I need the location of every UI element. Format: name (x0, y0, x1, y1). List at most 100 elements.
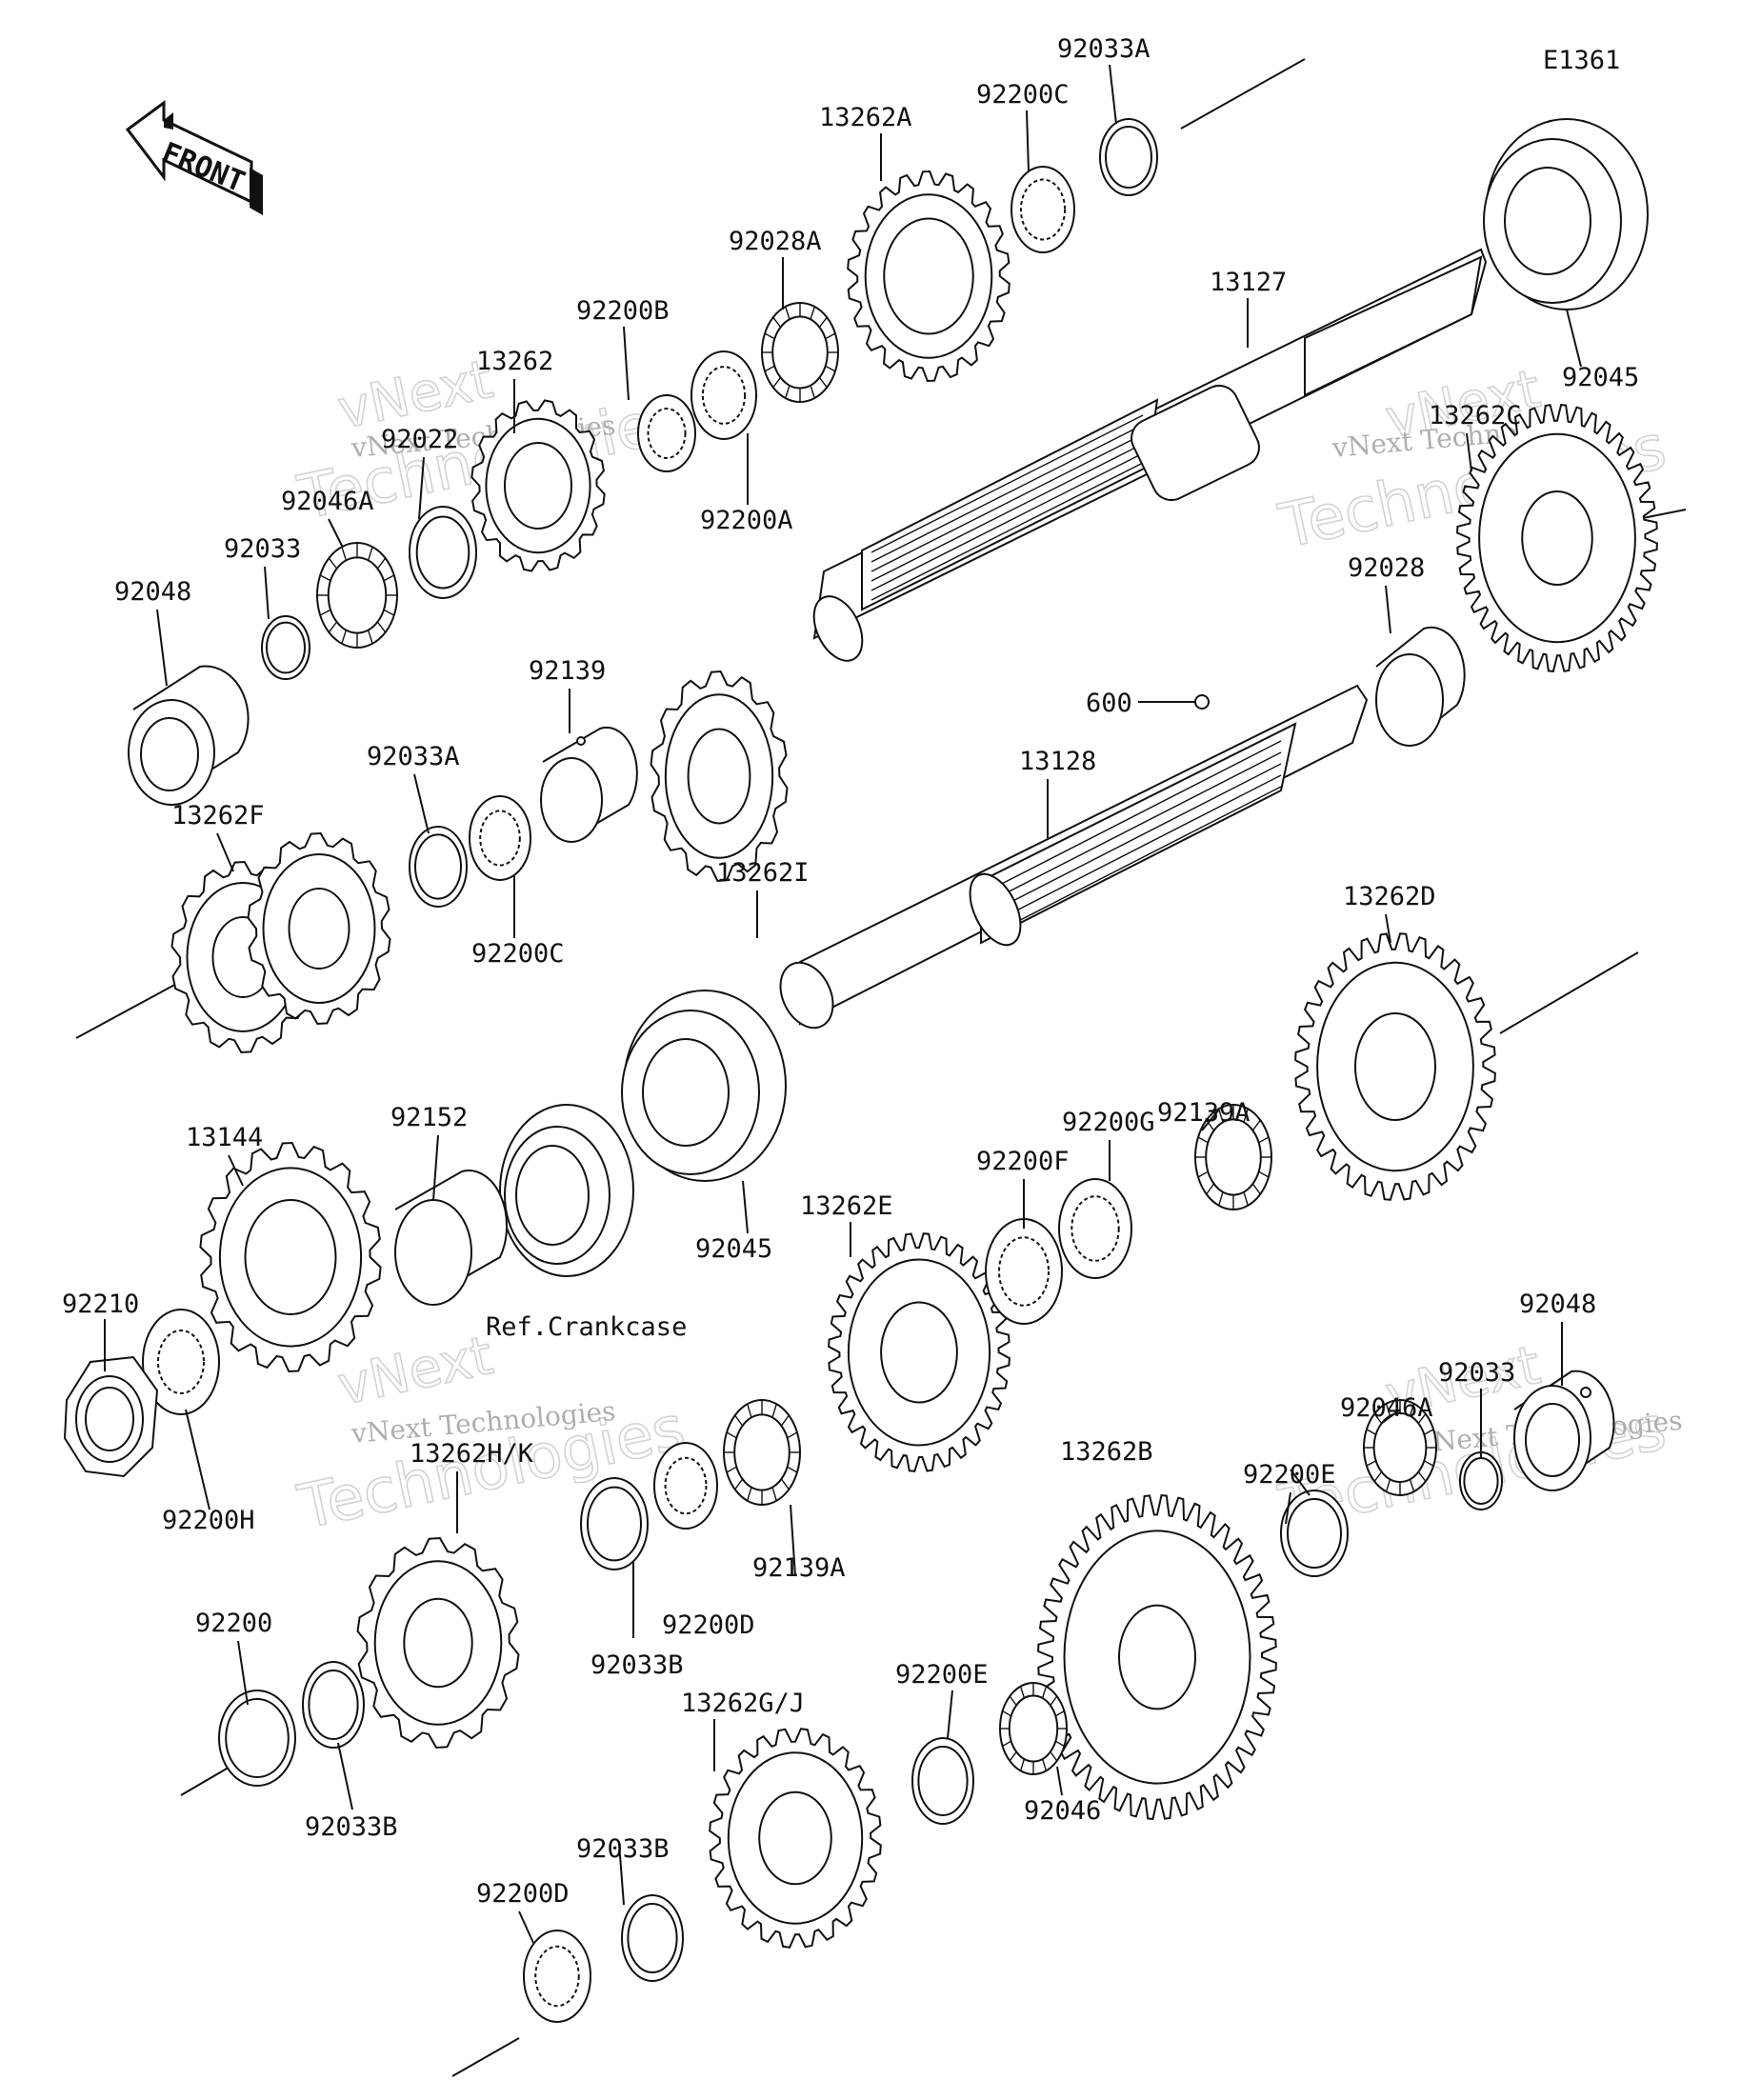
circlip-92033-right (1459, 1451, 1503, 1510)
washer-92200E-right (1280, 1490, 1349, 1577)
gear-13144 (199, 1141, 382, 1373)
needle-bearing-92139A-upper (1194, 1104, 1272, 1210)
part-label[interactable]: 92139A (1157, 1098, 1251, 1128)
part-label[interactable]: 13262E (800, 1191, 893, 1221)
gear-13262B (1037, 1494, 1277, 1820)
part-label[interactable]: 92200A (700, 506, 793, 535)
bushing-92139 (540, 726, 638, 843)
part-label[interactable]: 92200D (476, 1879, 570, 1909)
part-label[interactable]: 92200B (576, 296, 670, 326)
part-labels: 92033A 92200C 13262A 92028A 13127 92045 … (62, 34, 1639, 1909)
spline-washer-92200F (985, 1218, 1063, 1325)
part-label[interactable]: 92200E (895, 1660, 989, 1690)
part-label[interactable]: 13262C (1429, 401, 1522, 430)
part-label[interactable]: 92033B (590, 1650, 684, 1680)
bearing-92045-lower (621, 990, 787, 1182)
part-label[interactable]: 92200C (471, 939, 565, 969)
gear-13262 (470, 399, 606, 572)
gear-13262A (847, 170, 1011, 383)
spline-washer-92200C-mid (469, 795, 531, 881)
needle-bearing-92046A (316, 542, 398, 649)
part-label[interactable]: 92200E (1243, 1460, 1336, 1490)
spline-washer-92200A (690, 350, 757, 440)
gear-13262I (650, 670, 789, 883)
part-label[interactable]: 13262I (716, 858, 810, 888)
part-label[interactable]: 92200F (976, 1147, 1070, 1176)
part-label[interactable]: 92045 (695, 1234, 772, 1264)
part-label[interactable]: 92046A (1340, 1393, 1433, 1423)
part-label[interactable]: 92033 (1438, 1358, 1515, 1388)
part-label[interactable]: 13262G/J (681, 1689, 805, 1718)
leader-lines (104, 64, 1582, 1944)
circlip-92033A-top (1099, 118, 1158, 196)
part-label[interactable]: 92033A (367, 742, 460, 771)
collar-92048-left (128, 665, 250, 806)
part-label[interactable]: 13127 (1210, 268, 1287, 297)
collar-92048-right (1513, 1370, 1615, 1491)
gear-13262H-K (356, 1536, 520, 1750)
ref-crankcase-note: Ref.Crankcase (486, 1312, 687, 1342)
part-label[interactable]: 92152 (390, 1103, 468, 1132)
part-label[interactable]: 13262 (476, 347, 553, 376)
part-label[interactable]: 92028 (1348, 553, 1425, 583)
gear-set (170, 170, 1658, 1949)
axis-lines (75, 58, 1687, 2077)
washer-92200 (218, 1690, 296, 1787)
part-label[interactable]: 92033 (224, 534, 301, 564)
part-label[interactable]: 13262A (819, 103, 912, 132)
washer-92022 (409, 506, 477, 599)
gear-13262F-b (247, 831, 391, 1026)
part-label[interactable]: 13128 (1019, 747, 1096, 776)
part-label[interactable]: 13262F (171, 801, 265, 830)
spline-washer-92200B (637, 394, 696, 472)
gear-13262C (1456, 404, 1658, 672)
circlip-92033-left (261, 615, 310, 680)
part-label[interactable]: 13262B (1060, 1437, 1153, 1467)
part-label[interactable]: 13144 (186, 1123, 263, 1152)
part-label[interactable]: 92022 (381, 425, 458, 454)
dot-600 (1194, 694, 1210, 710)
part-label[interactable]: 92046 (1024, 1796, 1101, 1826)
part-label[interactable]: 92200D (662, 1610, 755, 1640)
circlip-92033B-left (302, 1661, 365, 1749)
needle-bearing-92028A (761, 302, 839, 403)
part-label[interactable]: 92200 (195, 1609, 272, 1638)
part-label[interactable]: 92033B (576, 1834, 670, 1864)
spline-washer-92200D (653, 1442, 718, 1530)
needle-bearing-92046 (999, 1682, 1068, 1775)
spline-washer-92200H (142, 1309, 220, 1415)
bearing-92045-top (1483, 118, 1649, 310)
washer-92200E-lower (911, 1737, 974, 1825)
gear-13262D (1294, 932, 1496, 1201)
part-label[interactable]: 92046A (281, 487, 374, 516)
part-label[interactable]: 92028A (729, 227, 822, 256)
part-label[interactable]: 600 (1086, 689, 1132, 718)
part-label[interactable]: 92048 (114, 577, 191, 607)
part-label[interactable]: 92210 (62, 1290, 139, 1319)
part-label[interactable]: 92200G (1062, 1108, 1155, 1137)
part-label[interactable]: 92033B (305, 1812, 398, 1842)
part-label[interactable]: 92139 (529, 656, 606, 686)
needle-bearing-92139A-lower (723, 1399, 801, 1506)
spline-washer-92200G (1058, 1178, 1132, 1279)
gear-13262G-J (709, 1728, 882, 1949)
circlip-92033B-mid (580, 1477, 649, 1570)
part-label[interactable]: 92200H (162, 1506, 255, 1535)
part-label[interactable]: 92033A (1057, 34, 1151, 64)
seal-ref-crankcase (499, 1104, 634, 1277)
part-label[interactable]: 92045 (1562, 363, 1639, 392)
diagram-code: E1361 (1543, 46, 1620, 75)
part-label[interactable]: 92139A (752, 1553, 846, 1583)
shaft-13127 (812, 248, 1488, 662)
shaft-13128 (779, 684, 1369, 1030)
part-label[interactable]: 92048 (1519, 1290, 1596, 1319)
front-arrow-icon: FRONT (125, 100, 263, 215)
part-label[interactable]: 13262D (1343, 882, 1436, 911)
part-label[interactable]: 92200C (976, 80, 1070, 110)
circlip-92033B-bottom (621, 1894, 684, 1982)
watermark-brand: vNext (332, 1325, 498, 1418)
nut-92210 (63, 1355, 159, 1478)
part-label[interactable]: 13262H/K (410, 1439, 534, 1469)
